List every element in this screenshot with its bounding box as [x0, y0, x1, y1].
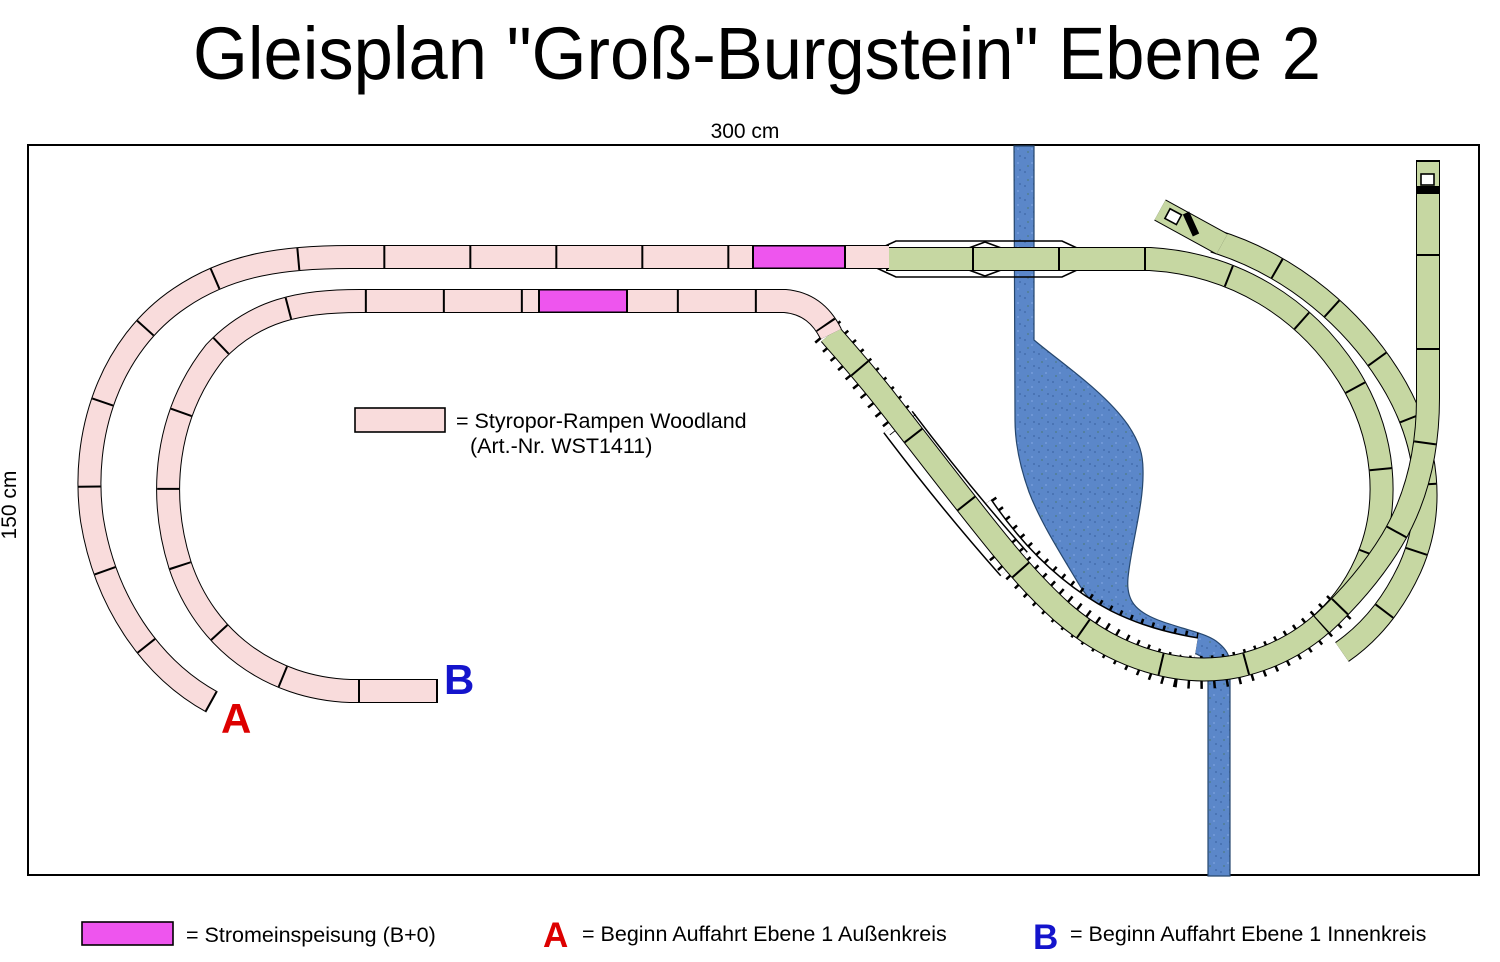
- plan-legend: = Styropor-Rampen Woodland (Art.-Nr. WST…: [354, 407, 747, 458]
- page-title: Gleisplan "Groß-Burgstein" Ebene 2: [193, 12, 1321, 95]
- height-dimension-label: 150 cm: [0, 471, 21, 540]
- track-green-main-loop: [820, 247, 1394, 682]
- legend-letter-b: B: [1033, 918, 1058, 957]
- buffer-stop-vertical-siding: [1417, 173, 1439, 194]
- power-feed-label: = Stromeinspeisung (B+0): [186, 923, 436, 947]
- legend-label-b: = Beginn Auffahrt Ebene 1 Innenkreis: [1070, 922, 1426, 946]
- ramp-legend-line1: = Styropor-Rampen Woodland: [456, 409, 747, 433]
- marker-b: B: [444, 656, 474, 703]
- buffer-stop-diagonal-stub: [1163, 207, 1200, 237]
- ramp-legend-line2: (Art.-Nr. WST1411): [470, 434, 652, 458]
- power-feed-swatch: [81, 921, 174, 946]
- track-pink-outer-ramp: [77, 245, 889, 713]
- width-dimension-label: 300 cm: [711, 120, 780, 143]
- legend-letter-a: A: [543, 916, 568, 955]
- track-green-vertical-siding: [1313, 160, 1440, 633]
- legend-label-a: = Beginn Auffahrt Ebene 1 Außenkreis: [582, 922, 947, 946]
- marker-a: A: [221, 695, 251, 742]
- bottom-legend: = Stromeinspeisung (B+0) A = Beginn Auff…: [81, 916, 1426, 957]
- ramp-color-swatch: [354, 407, 446, 433]
- river: [1013, 145, 1231, 877]
